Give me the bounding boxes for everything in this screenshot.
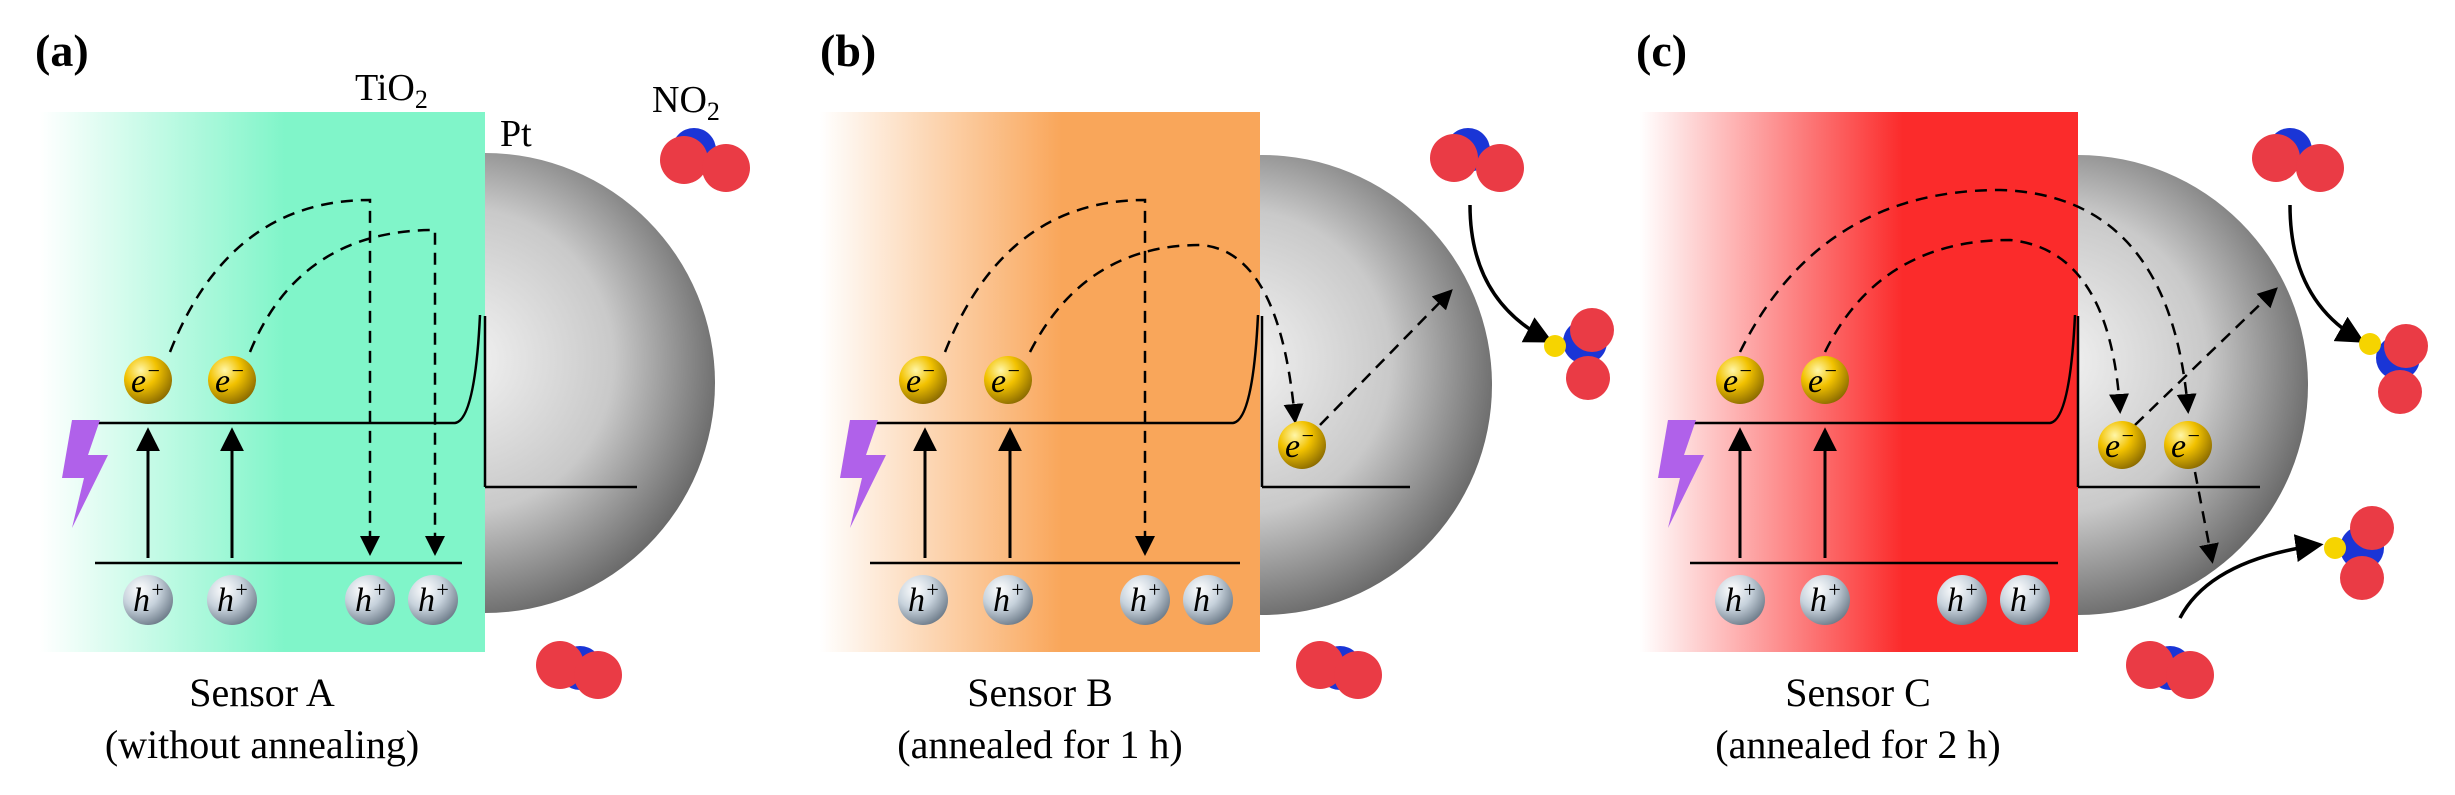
- panel-c: (c) e− e− e− e− h+ h+ h+ h+ Sensor C (an…: [1636, 25, 2428, 767]
- adsorbed-no2: [2359, 324, 2428, 414]
- electron: e−: [984, 356, 1032, 404]
- panel-a: (a) TiO2 Pt NO2 e− e− h+ h+ h+ h+ Sensor…: [35, 25, 750, 767]
- caption-line1: Sensor B: [967, 670, 1113, 715]
- panel-b: (b) e− e− e− h+ h+ h+ h+ Sensor B (annea…: [820, 25, 1614, 767]
- tio2-block: [820, 112, 1260, 652]
- electron: e−: [1801, 356, 1849, 404]
- tio2-block: [1640, 112, 2078, 652]
- hole: h+: [408, 575, 458, 625]
- svg-text:h+: h+: [418, 577, 450, 619]
- dashed-path-1: [943, 198, 1155, 556]
- adsorption-arrow: [1468, 204, 1553, 343]
- svg-text:h+: h+: [1193, 577, 1225, 619]
- svg-text:e−: e−: [1723, 358, 1753, 400]
- dashed-path-1: [168, 198, 380, 556]
- electron: e−: [2098, 421, 2146, 469]
- dashed-path-2: [248, 228, 445, 556]
- adsorption-arrow: [2178, 534, 2324, 619]
- adsorbed-no2: [2324, 506, 2394, 600]
- dashed-path-2: [1823, 238, 2129, 414]
- panel-c-tag: (c): [1636, 25, 1687, 76]
- svg-text:h+: h+: [993, 577, 1025, 619]
- dashed-transfer: [1319, 289, 1453, 426]
- hole: h+: [898, 575, 948, 625]
- hole: h+: [1800, 575, 1850, 625]
- dashed-path-1: [1738, 188, 2197, 414]
- pt-label: Pt: [500, 113, 532, 155]
- hole: h+: [207, 575, 257, 625]
- svg-text:h+: h+: [1810, 577, 1842, 619]
- panel-a-tag: (a): [35, 25, 89, 76]
- hole: h+: [2000, 575, 2050, 625]
- caption-line1: Sensor A: [189, 670, 335, 715]
- hole: h+: [983, 575, 1033, 625]
- no2-molecule: [2126, 641, 2214, 699]
- electron: e−: [124, 356, 172, 404]
- hole: h+: [1937, 575, 1987, 625]
- electron: e−: [899, 356, 947, 404]
- conduction-band: [95, 314, 482, 425]
- svg-text:h+: h+: [2010, 577, 2042, 619]
- tio2-block: [40, 112, 485, 652]
- no2-label: NO2: [652, 79, 720, 126]
- hole: h+: [1183, 575, 1233, 625]
- conduction-band: [870, 314, 1260, 425]
- svg-text:h+: h+: [908, 577, 940, 619]
- lightning-icon: [1658, 420, 1704, 528]
- lightning-icon: [62, 420, 108, 528]
- tio2-label: TiO2: [355, 67, 428, 114]
- svg-text:h+: h+: [1947, 577, 1979, 619]
- svg-text:h+: h+: [217, 577, 249, 619]
- hole: h+: [345, 575, 395, 625]
- electron: e−: [1278, 421, 1326, 469]
- svg-text:h+: h+: [355, 577, 387, 619]
- electron: e−: [2164, 421, 2212, 469]
- dashed-transfer: [2193, 471, 2219, 564]
- no2-molecule: [536, 641, 622, 699]
- caption-line2: (annealed for 1 h): [897, 722, 1182, 767]
- caption-line2: (without annealing): [105, 722, 419, 767]
- svg-text:h+: h+: [1725, 577, 1757, 619]
- svg-text:e−: e−: [131, 358, 161, 400]
- conduction-band: [1690, 314, 2077, 425]
- no2-molecule: [2252, 128, 2344, 192]
- hole: h+: [1715, 575, 1765, 625]
- svg-text:e−: e−: [2171, 423, 2201, 465]
- svg-text:e−: e−: [1285, 423, 1315, 465]
- panel-b-tag: (b): [820, 25, 876, 76]
- no2-molecule: [1296, 641, 1382, 699]
- dashed-path-2: [1028, 243, 1304, 424]
- lightning-icon: [840, 420, 886, 528]
- svg-text:e−: e−: [906, 358, 936, 400]
- caption-line2: (annealed for 2 h): [1715, 722, 2000, 767]
- no2-molecule: [660, 128, 750, 192]
- electron: e−: [208, 356, 256, 404]
- no2-molecule: [1430, 128, 1524, 192]
- caption-line1: Sensor C: [1785, 670, 1931, 715]
- svg-text:e−: e−: [991, 358, 1021, 400]
- hole: h+: [1120, 575, 1170, 625]
- electron: e−: [1716, 356, 1764, 404]
- dashed-transfer: [2134, 287, 2278, 426]
- svg-text:e−: e−: [1808, 358, 1838, 400]
- adsorption-arrow: [2288, 204, 2365, 343]
- hole: h+: [123, 575, 173, 625]
- svg-text:h+: h+: [133, 577, 165, 619]
- svg-text:h+: h+: [1130, 577, 1162, 619]
- svg-text:e−: e−: [2105, 423, 2135, 465]
- svg-text:e−: e−: [215, 358, 245, 400]
- adsorbed-no2: [1544, 308, 1614, 400]
